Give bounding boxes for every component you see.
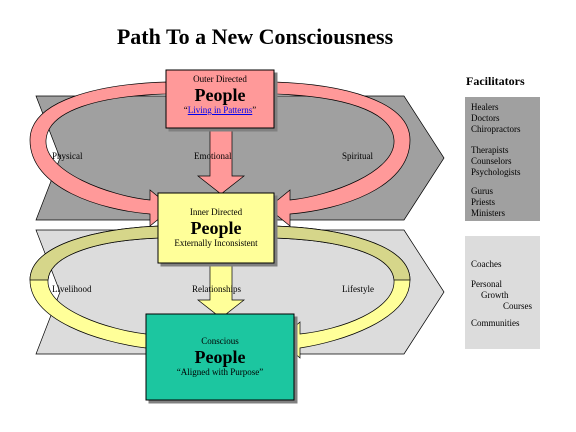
living-in-patterns-link[interactable]: Living in Patterns	[187, 105, 253, 115]
facilitators-group-courses: Personal Growth Courses	[471, 279, 532, 312]
facilitators-group-medical: Healers Doctors Chiropractors	[471, 102, 521, 135]
facilitator-item: Priests	[471, 197, 496, 207]
facilitators-group-coaches: Coaches	[471, 259, 502, 270]
bottom-down-arrow	[196, 265, 246, 319]
outer-caption: “Living in Patterns”	[166, 105, 274, 116]
bottom-ring-back-right	[273, 225, 411, 281]
top-left-cycle-arrow	[29, 81, 173, 227]
bottom-band-arrow	[35, 229, 445, 355]
label-emotional: Emotional	[194, 151, 232, 161]
facilitators-heading: Facilitators	[466, 74, 525, 88]
conscious-box: Conscious People “Aligned with Purpose”	[146, 314, 294, 400]
facilitator-item: Psychologists	[471, 167, 521, 177]
label-livelihood: Livelihood	[52, 284, 92, 294]
label-relationships: Relationships	[192, 284, 241, 294]
facilitator-item: Ministers	[471, 208, 506, 218]
outer-caption-open: “	[183, 105, 188, 115]
top-right-cycle-arrow	[267, 81, 411, 227]
facilitator-item: Gurus	[471, 186, 493, 196]
bottom-ring-back	[29, 225, 161, 281]
facilitator-item: Chiropractors	[471, 124, 521, 134]
inner-caption: Externally Inconsistent	[174, 238, 258, 248]
label-spiritual: Spiritual	[342, 151, 373, 161]
facilitator-item: Courses	[503, 301, 532, 311]
outer-title: People	[194, 85, 246, 105]
outer-box-bg	[165, 69, 275, 129]
facilitator-item: Personal	[471, 279, 502, 289]
facilitator-item: Growth	[481, 290, 509, 300]
inner-title: People	[190, 218, 242, 238]
facilitators-group-communities: Communities	[471, 318, 520, 329]
page-title: Path To a New Consciousness	[116, 24, 394, 49]
inner-directed-box: Inner Directed People Externally Inconsi…	[158, 193, 274, 263]
conscious-subtitle: Conscious	[201, 336, 239, 346]
label-lifestyle: Lifestyle	[342, 284, 374, 294]
facilitators-group-therapy: Therapists Counselors Psychologists	[471, 145, 521, 178]
conscious-caption: “Aligned with Purpose”	[176, 367, 264, 377]
facilitator-item: Healers	[471, 102, 499, 112]
facilitator-item: Coaches	[471, 259, 502, 269]
facilitators-panel-top	[465, 97, 540, 221]
inner-subtitle: Inner Directed	[189, 207, 243, 217]
facilitators-group-spiritual: Gurus Priests Ministers	[471, 186, 505, 219]
facilitator-item: Communities	[471, 318, 520, 328]
inner-box-bg	[157, 192, 275, 264]
outer-subtitle: Outer Directed	[193, 74, 247, 84]
facilitators-panel-bottom	[465, 236, 540, 349]
top-down-arrow	[196, 123, 246, 195]
conscious-box-bg	[145, 313, 295, 401]
outer-directed-box: Outer Directed People “Living in Pattern…	[166, 70, 274, 128]
facilitator-item: Therapists	[471, 145, 509, 155]
facilitator-item: Counselors	[471, 156, 512, 166]
outer-caption-close: ”	[252, 105, 257, 115]
label-physical: Physical	[52, 151, 83, 161]
conscious-title: People	[194, 347, 246, 367]
facilitator-item: Doctors	[471, 113, 500, 123]
